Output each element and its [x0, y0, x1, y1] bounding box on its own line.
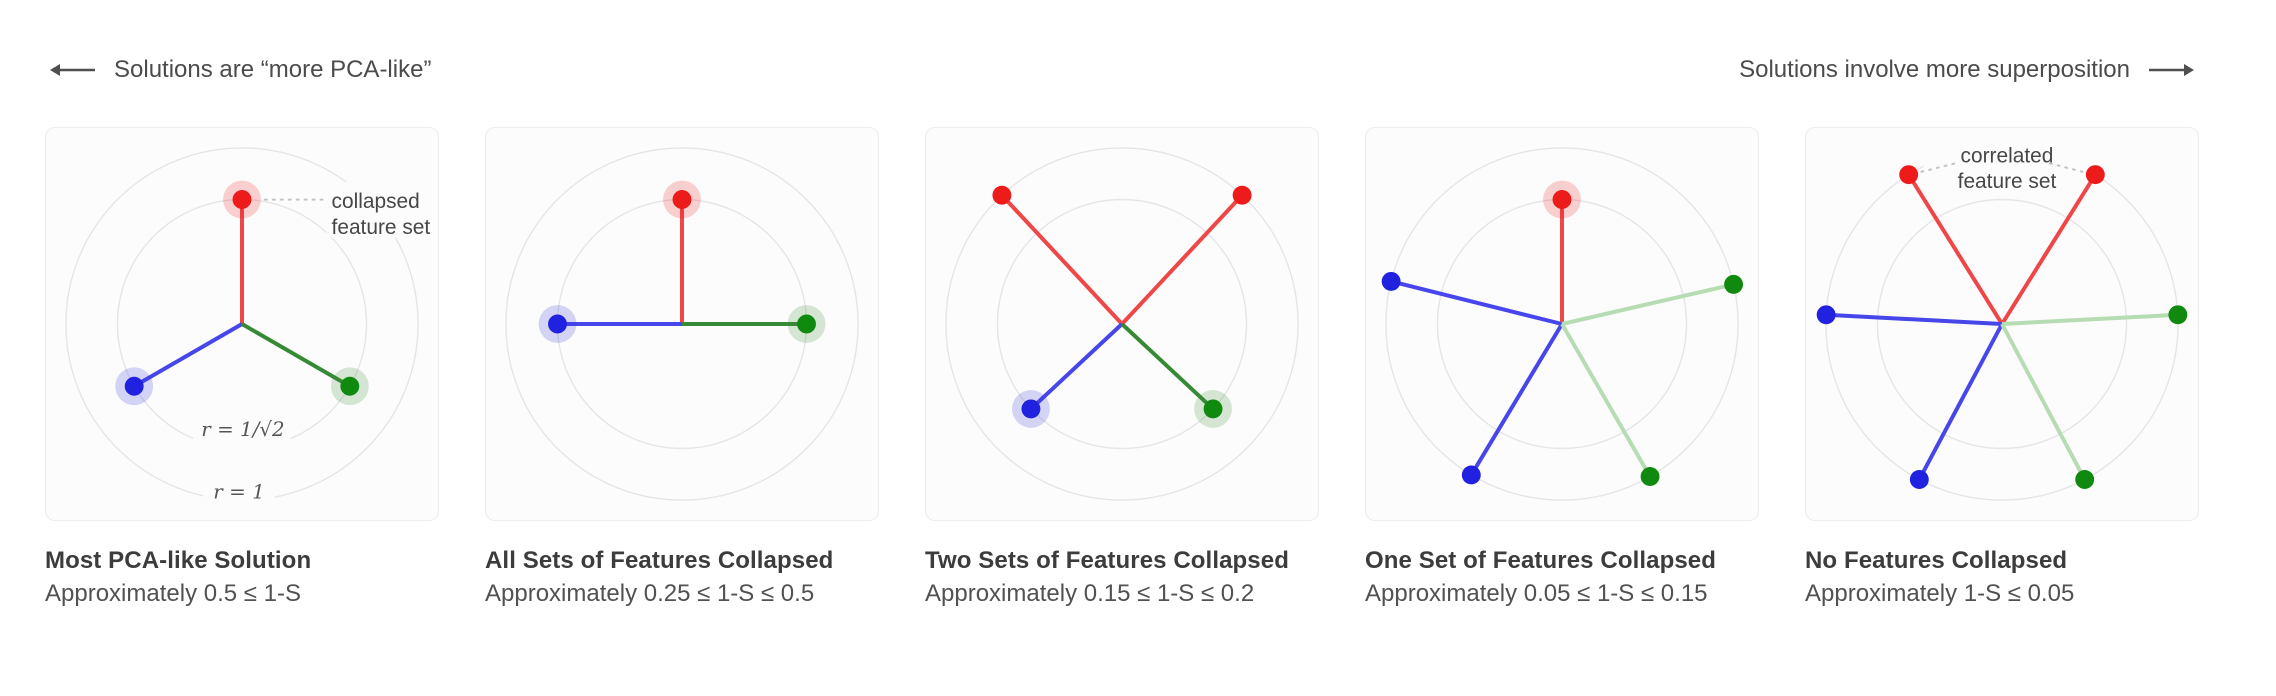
grid-circle-outer [1385, 147, 1739, 501]
blue-feature-dot [1461, 465, 1481, 485]
grid-circle-inner [1876, 198, 2128, 450]
grid-circle-outer [945, 147, 1299, 501]
panel-subtitle: Approximately 0.15 ≤ 1-S ≤ 0.2 [925, 580, 1255, 607]
annotation-label: feature set [332, 216, 431, 239]
panel-title: One Set of Features Collapsed [1365, 547, 1716, 574]
blue-feature-dot [1909, 470, 1929, 489]
grid-circle-inner [996, 198, 1248, 450]
label-mask [1923, 133, 2091, 194]
polar-plot: collapsed feature set r = 1/√2 r = 1 [65, 147, 438, 505]
polar-plot: correlated feature set [1816, 133, 2188, 501]
radius-label: r = 1/√2 [201, 418, 284, 441]
header-right: Solutions involve more superposition [1739, 56, 2196, 84]
panel-title: No Features Collapsed [1805, 547, 2068, 574]
panel-one-set-collapsed: One Set of Features Collapsed Approximat… [1365, 127, 1759, 608]
panel-subtitle: Approximately 0.5 ≤ 1-S [45, 580, 301, 607]
leader-line [2046, 161, 2084, 173]
panel-title: All Sets of Features Collapsed [485, 547, 834, 574]
green-feature-dot [2168, 305, 2188, 325]
panel-all-sets-collapsed: All Sets of Features Collapsed Approxima… [485, 127, 879, 608]
blue-feature-dot [1816, 305, 1836, 325]
panel-no-features-collapsed: correlated feature set No Features Collap… [1805, 127, 2199, 608]
panel-subtitle: Approximately 0.25 ≤ 1-S ≤ 0.5 [485, 580, 815, 607]
annotation-label: collapsed [332, 190, 420, 213]
green-feature-dot [1640, 467, 1660, 486]
plot-card [925, 127, 1319, 521]
green-feature-dot [1724, 274, 1744, 294]
red-feature-dot [1232, 185, 1252, 205]
red-feature-dot [1899, 165, 1919, 185]
plot-card: collapsed feature set r = 1/√2 r = 1 [45, 127, 439, 521]
panel-title: Two Sets of Features Collapsed [925, 547, 1289, 574]
panel-two-sets-collapsed: Two Sets of Features Collapsed Approxima… [925, 127, 1319, 608]
green-feature-dot [1203, 399, 1223, 419]
radius-label: r = 1 [213, 481, 264, 504]
red-vector-line [1120, 193, 1244, 326]
blue-feature-dot [1381, 271, 1401, 291]
right-arrow-icon [2149, 64, 2194, 76]
red-feature-dot [232, 190, 252, 209]
red-feature-dot [1552, 190, 1572, 209]
blue-vector-line [1469, 322, 1564, 476]
red-vector-line [2000, 173, 2098, 326]
green-vector-line [241, 322, 351, 388]
blue-vector-line [1029, 322, 1124, 411]
blue-feature-dot [548, 314, 567, 334]
green-vector-line [2000, 323, 2087, 481]
green-vector-line [1560, 323, 1652, 478]
blue-feature-dot [1021, 399, 1041, 419]
panel-subtitle: Approximately 1-S ≤ 0.05 [1805, 580, 2075, 607]
polar-plot [1381, 147, 1744, 501]
annotation-label: feature set [1958, 170, 2057, 193]
label-mask [326, 181, 438, 238]
green-feature-dot [2075, 470, 2095, 489]
left-arrow-icon [50, 64, 95, 76]
blue-vector-line [1826, 312, 2003, 326]
green-vector-line [1561, 282, 1735, 326]
leader-line [1920, 161, 1959, 173]
green-vector-line [1120, 322, 1215, 411]
header-right-label: Solutions involve more superposition [1739, 56, 2130, 83]
blue-vector-line [1917, 323, 2004, 481]
grid-circle-outer [505, 147, 859, 501]
blue-vector-line [1390, 279, 1563, 326]
polar-plot [505, 147, 859, 501]
red-feature-dot [992, 185, 1012, 205]
panel-title: Most PCA-like Solution [45, 547, 312, 574]
plot-card [1365, 127, 1759, 521]
annotation-label: correlated [1961, 144, 2054, 167]
plot-card: correlated feature set [1805, 127, 2199, 521]
label-mask [193, 412, 291, 451]
panel-subtitle: Approximately 0.05 ≤ 1-S ≤ 0.15 [1365, 580, 1708, 607]
panels-row: collapsed feature set r = 1/√2 r = 1 Most P… [45, 127, 2199, 608]
green-vector-line [2001, 312, 2178, 326]
red-vector-line [1000, 193, 1124, 326]
red-feature-dot [2085, 165, 2105, 185]
header-left-label: Solutions are “more PCA-like” [114, 56, 432, 83]
panel-most-pca-like: collapsed feature set r = 1/√2 r = 1 Most P… [45, 127, 439, 608]
plot-card [485, 127, 879, 521]
header-left: Solutions are “more PCA-like” [48, 56, 431, 84]
green-feature-dot [340, 376, 360, 396]
label-mask [203, 476, 275, 505]
polar-plot [945, 147, 1299, 501]
blue-feature-dot [124, 376, 144, 396]
red-feature-dot [672, 190, 692, 209]
blue-vector-line [133, 322, 243, 388]
red-vector-line [1906, 173, 2004, 326]
green-feature-dot [797, 314, 816, 334]
